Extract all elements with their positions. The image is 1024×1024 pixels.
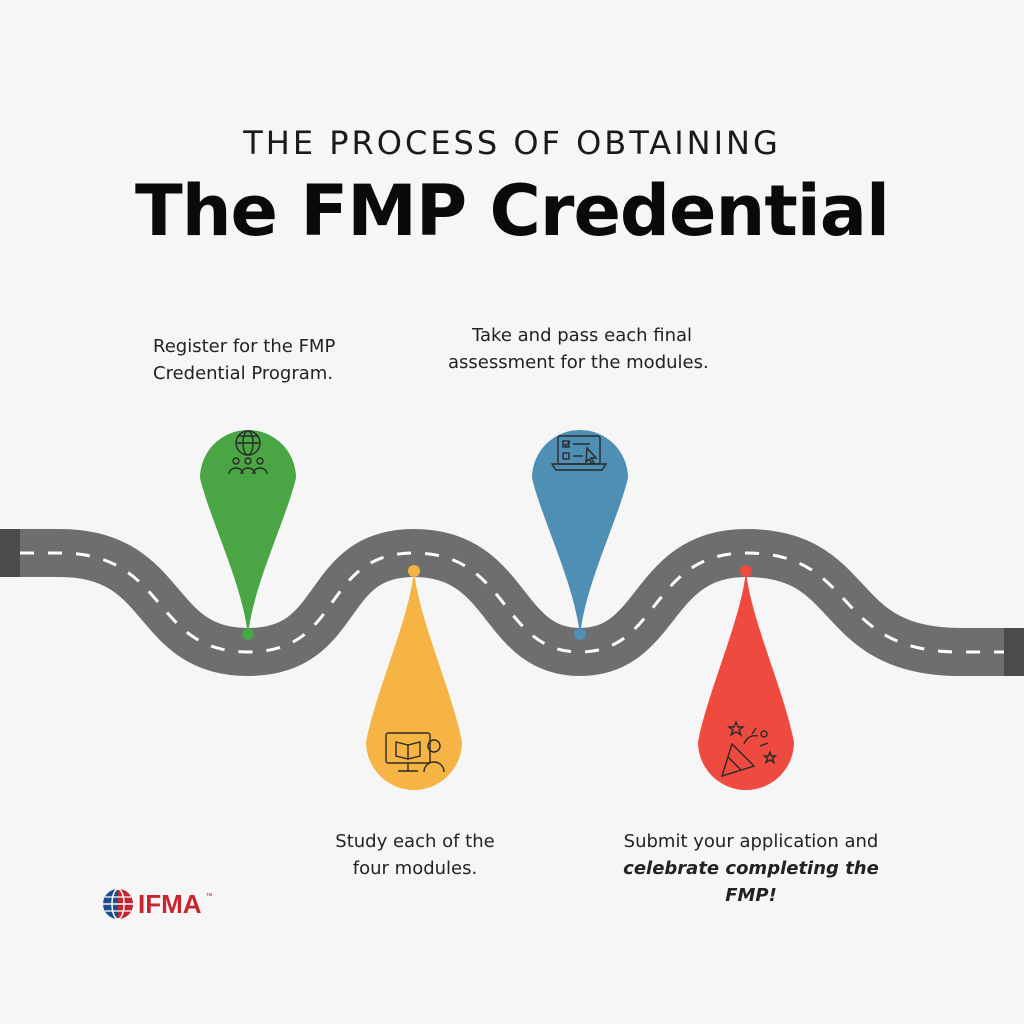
step-1-label: Register for the FMP Credential Program. [153, 333, 335, 387]
ifma-logo: IFMA ™ [102, 887, 213, 921]
online-study-icon [385, 732, 445, 773]
road-end-cap [1004, 628, 1024, 676]
step-2-pin [366, 565, 462, 790]
step-4-pin [698, 565, 794, 790]
step-1-label-line-2: Credential Program. [153, 363, 334, 384]
ifma-logo-tm: ™ [205, 893, 213, 900]
page-kicker: THE PROCESS OF OBTAINING [243, 124, 781, 162]
online-assessment-icon [550, 435, 608, 471]
step-3-pin [532, 430, 628, 640]
road-start-cap [0, 529, 20, 577]
ifma-logo-text: IFMA [138, 888, 202, 919]
road [20, 528, 1004, 677]
road-lane-dashes [20, 551, 1004, 654]
globe-people-icon [228, 430, 268, 475]
page-title: The FMP Credential [134, 170, 890, 252]
step-3-label-line-2: assessment for the modules. [448, 352, 709, 373]
step-2-label-line-1: Study each of the [335, 831, 495, 852]
step-1-pin [200, 430, 296, 640]
step-4-label-line-2: celebrate completing the FMP! [623, 858, 879, 906]
step-2-label-line-2: four modules. [352, 858, 478, 879]
step-3-label: Take and pass each final assessment for … [448, 322, 728, 376]
ifma-globe-icon [103, 888, 133, 920]
party-popper-icon [720, 720, 778, 778]
step-4-label: Submit your application and celebrate co… [596, 828, 906, 909]
step-1-label-line-1: Register for the FMP [153, 336, 336, 357]
step-2-label: Study each of the four modules. [330, 828, 500, 882]
step-4-label-line-1: Submit your application and [623, 831, 879, 852]
step-3-label-line-1: Take and pass each final [472, 325, 693, 346]
